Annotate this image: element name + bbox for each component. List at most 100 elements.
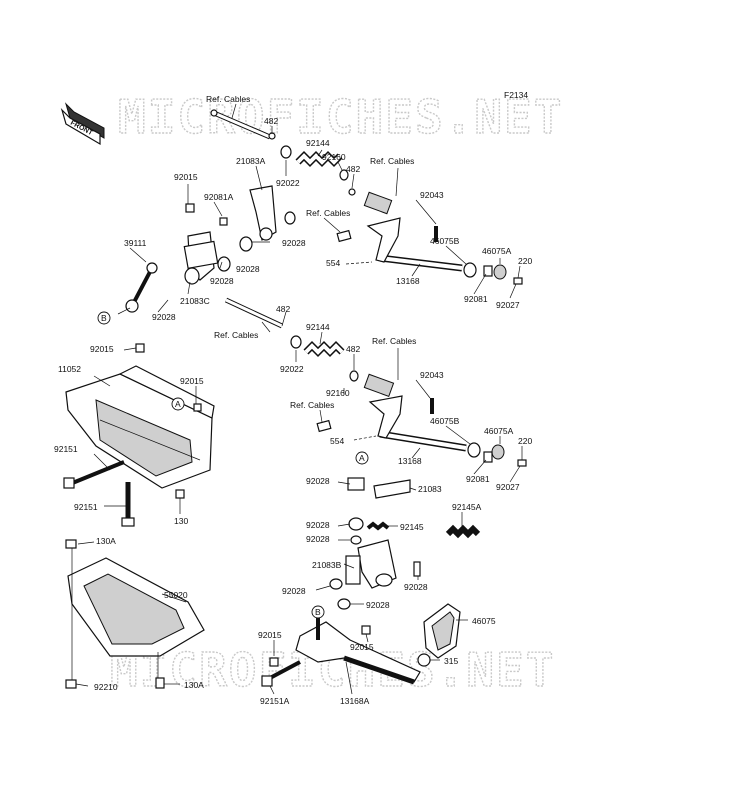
- svg-text:A: A: [175, 399, 181, 409]
- label-21083B: 21083B: [312, 560, 342, 570]
- label-130A-a: 130A: [96, 536, 116, 546]
- bushing-92028-d: [347, 477, 365, 491]
- front-arrow-icon: FRONT: [60, 102, 105, 146]
- label-21083C: 21083C: [180, 296, 210, 306]
- label-92028-e: 92028: [306, 476, 330, 486]
- bracket-upper-left: [183, 231, 219, 285]
- bushing-92028-g: [329, 578, 343, 590]
- label-92028-f: 92028: [306, 520, 330, 530]
- figure-code: F2134: [504, 90, 528, 100]
- leader-lines: [71, 103, 523, 695]
- label-13168-b: 13168: [398, 456, 422, 466]
- label-92015-b: 92015: [90, 344, 114, 354]
- label-482-c: 482: [276, 304, 290, 314]
- label-482-d: 482: [346, 344, 360, 354]
- part-labels: Ref. Cables 482 92144 92160 Ref. Cables …: [54, 94, 532, 706]
- label-482-a: 482: [264, 116, 278, 126]
- label-130: 130: [174, 516, 188, 526]
- nut-92015-lower-right: [361, 625, 371, 635]
- label-46075: 46075: [472, 616, 496, 626]
- label-92028-c: 92028: [210, 276, 234, 286]
- label-92028-b: 92028: [236, 264, 260, 274]
- label-92028-a: 92028: [282, 238, 306, 248]
- label-11052: 11052: [58, 364, 81, 374]
- spring-92145: [366, 521, 390, 531]
- label-220-a: 220: [518, 256, 532, 266]
- label-92144-a: 92144: [306, 138, 330, 148]
- arm-21083B: [345, 539, 421, 589]
- label-315: 315: [444, 656, 458, 666]
- bushing-92028-b: [217, 256, 231, 272]
- label-13168A: 13168A: [340, 696, 370, 706]
- watermark-top: MICROFICHES.NET: [118, 90, 563, 144]
- label-21083: 21083: [418, 484, 442, 494]
- label-92043-a: 92043: [420, 190, 444, 200]
- bolt-130A-bottom: [155, 677, 165, 689]
- bushing-92028-e: [348, 517, 364, 531]
- label-92081-b: 92081: [466, 474, 490, 484]
- label-92081A: 92081A: [204, 192, 234, 202]
- label-46075A-a: 46075A: [482, 246, 512, 256]
- label-46075A-b: 46075A: [484, 426, 514, 436]
- label-92028-i: 92028: [282, 586, 306, 596]
- ref-circle-b-left: B: [97, 311, 111, 325]
- label-92028-j: 92028: [366, 600, 390, 610]
- label-92027-a: 92027: [496, 300, 520, 310]
- label-92015-d: 92015: [258, 630, 282, 640]
- label-92015-a: 92015: [174, 172, 198, 182]
- skid-plate-55020: [67, 557, 205, 657]
- bolt-130A-top: [65, 539, 77, 549]
- bolt-92151-left: [63, 460, 125, 489]
- label-92151-a: 92151: [54, 444, 78, 454]
- label-92043-b: 92043: [420, 370, 444, 380]
- clip-92160-middle: [349, 370, 359, 382]
- label-92160-b: 92160: [326, 388, 350, 398]
- spring-92145A: [445, 524, 481, 539]
- clip-482-upper-b: [348, 188, 356, 196]
- svg-text:A: A: [359, 453, 365, 463]
- label-92145: 92145: [400, 522, 424, 532]
- label-92028-d: 92028: [152, 312, 176, 322]
- middle-shift-rod: [224, 297, 284, 329]
- nut-92015-right: [193, 403, 202, 412]
- label-92210: 92210: [94, 682, 118, 692]
- spring-92144-upper: [295, 151, 343, 167]
- washer-92022-upper: [280, 145, 292, 159]
- nut-92015-lower-left: [269, 657, 279, 667]
- spring-92144-middle: [303, 341, 345, 357]
- label-ref-cables-1: Ref. Cables: [206, 94, 250, 104]
- label-92145A: 92145A: [452, 502, 482, 512]
- ref-circle-a-lower: A: [355, 451, 369, 465]
- label-554-a: 554: [326, 258, 340, 268]
- bolt-92151A: [261, 660, 301, 687]
- label-92015-c: 92015: [180, 376, 204, 386]
- bushing-92028-c: [239, 236, 253, 252]
- label-92015-e: 92015: [350, 642, 374, 652]
- label-13168-a: 13168: [396, 276, 420, 286]
- label-92151-b: 92151: [74, 502, 98, 512]
- bushing-92028-a: [284, 211, 296, 225]
- nut-92015-upper: [185, 203, 195, 213]
- label-92022-a: 92022: [276, 178, 300, 188]
- bushing-315: [417, 653, 431, 667]
- label-ref-cables-3: Ref. Cables: [306, 208, 350, 218]
- label-92081-a: 92081: [464, 294, 488, 304]
- ref-circle-b-lower: B: [311, 605, 325, 619]
- middle-shaft-13168: [316, 373, 527, 467]
- label-92027-b: 92027: [496, 482, 520, 492]
- arm-21083A: [249, 185, 277, 241]
- label-55020: 55020: [164, 590, 188, 600]
- nut-92210: [65, 679, 77, 689]
- svg-text:B: B: [101, 313, 107, 323]
- label-554-b: 554: [330, 436, 344, 446]
- label-46075B-a: 46075B: [430, 236, 460, 246]
- clip-92160-upper: [339, 169, 349, 181]
- nut-92081A: [219, 217, 228, 226]
- svg-text:B: B: [315, 607, 321, 617]
- label-92022-b: 92022: [280, 364, 304, 374]
- label-92151A: 92151A: [260, 696, 290, 706]
- label-92028-g: 92028: [306, 534, 330, 544]
- label-ref-cables-2: Ref. Cables: [370, 156, 414, 166]
- pedal-pad-46075: [423, 603, 461, 659]
